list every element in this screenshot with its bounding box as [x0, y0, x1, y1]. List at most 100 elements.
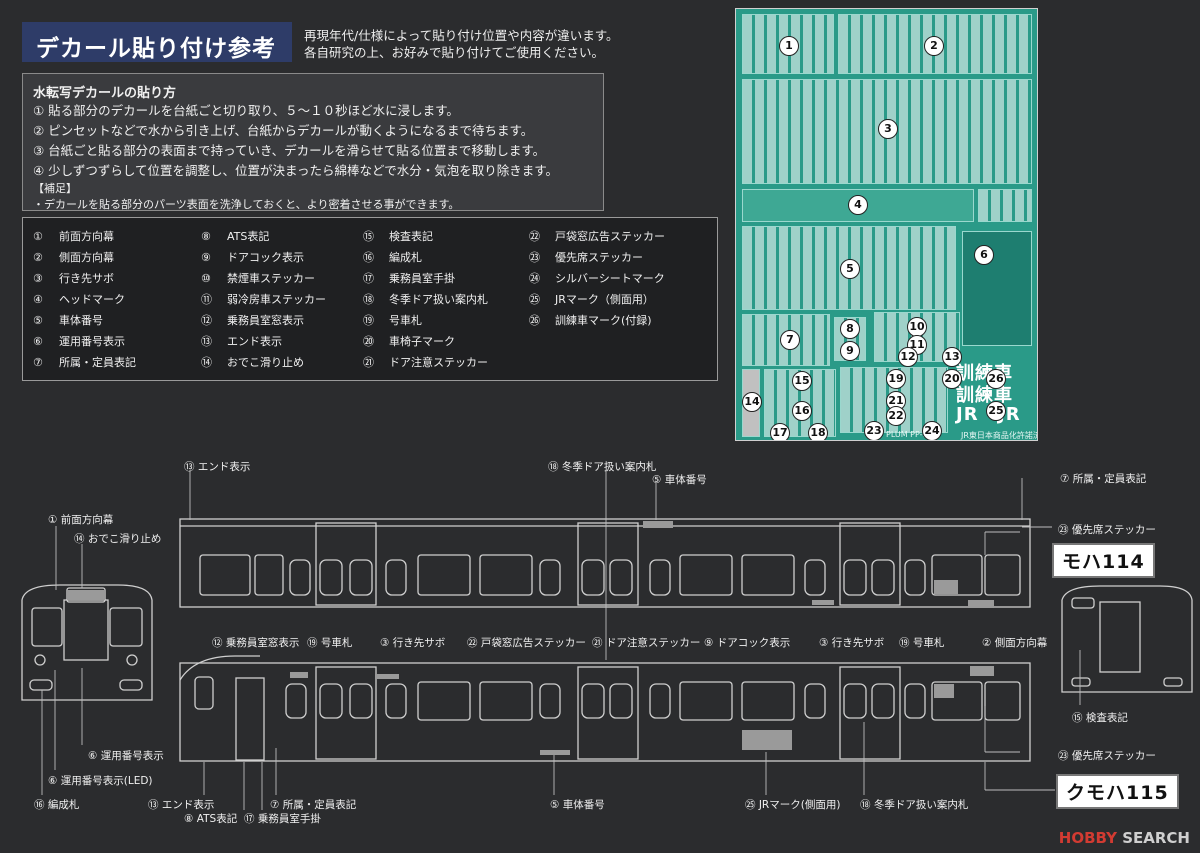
legend-number: ⑥: [33, 335, 43, 348]
legend-item: ④ ヘッドマーク: [33, 291, 125, 307]
label-door-cock: ⑨ ドアコック表示: [704, 637, 791, 649]
legend-label: 乗務員室手掛: [389, 272, 455, 285]
label-priority-bottom: ㉓ 優先席ステッカー: [1058, 750, 1156, 762]
jr-mark-decal: [742, 730, 792, 750]
legend-number: ⑬: [201, 335, 212, 348]
model-moha114: モハ114: [1052, 543, 1155, 578]
legend-label: 運用番号表示: [59, 335, 125, 348]
legend-number: ⑦: [33, 356, 43, 369]
decal-marker-12: 12: [898, 347, 918, 367]
legend-number: ⑤: [33, 314, 43, 327]
decal-marker-3: 3: [878, 119, 898, 139]
decal-marker-8: 8: [840, 319, 860, 339]
legend-number: ⑭: [201, 356, 212, 369]
legend-label: エンド表示: [227, 335, 282, 348]
decal-block-operation-number: [962, 231, 1032, 346]
decal-marker-4: 4: [848, 195, 868, 215]
label-op-number: ⑥ 運用番号表示: [88, 750, 164, 762]
decal-marker-1: 1: [779, 36, 799, 56]
side-dest-decal-lower: [970, 666, 994, 676]
legend-item: ⑩ 禁煙車ステッカー: [201, 270, 315, 286]
legend-number: ㉒: [529, 230, 540, 243]
car-number-decal-lower: [540, 750, 570, 755]
label-op-number-led: ⑥ 運用番号表示(LED): [48, 775, 153, 787]
decal-marker-22: 22: [886, 406, 906, 426]
label-affiliation-bottom: ⑦ 所属・定員表記: [270, 799, 357, 811]
legend-label: 優先席ステッカー: [555, 251, 643, 264]
legend-number: ⑱: [363, 293, 374, 306]
label-car-no-plate-b: ⑲ 号車札: [899, 637, 945, 649]
legend-number: ㉓: [529, 251, 540, 264]
legend-item: ⑦ 所属・定員表記: [33, 354, 136, 370]
instruction-step-2: ② ピンセットなどで水から引き上げ、台紙からデカールが動くようになるまで待ちます…: [33, 123, 534, 138]
watermark-search: SEARCH: [1122, 829, 1190, 847]
priority-seat-decal-lower: [934, 684, 954, 698]
legend-number: ④: [33, 293, 43, 306]
title-banner: [22, 22, 292, 62]
sheet-code: PLUM PP-106: [886, 430, 938, 439]
moha114-windows: [199, 522, 1021, 606]
legend-number: ⑯: [363, 251, 374, 264]
label-crew-window: ⑫ 乗務員室窓表示: [212, 637, 300, 649]
decal-marker-14: 14: [742, 392, 762, 412]
watermark: HOBBY SEARCH: [1059, 829, 1190, 847]
legend-label: 訓練車マーク(付録): [555, 314, 652, 327]
note-line-2: 各自研究の上、お好みで貼り付けてご使用ください。: [304, 45, 605, 60]
label-affiliation-top: ⑦ 所属・定員表記: [1060, 473, 1147, 485]
label-dest-sabo-b: ③ 行き先サボ: [819, 637, 885, 649]
instructions-panel: 水転写デカールの貼り方 ① 貼る部分のデカールを台紙ごと切り取り、５～１０秒ほど…: [22, 73, 604, 211]
kunren-mark-2: 訓練車: [956, 385, 1013, 406]
jr-mark-1: JR: [956, 404, 979, 425]
legend-number: ⑪: [201, 293, 212, 306]
legend-label: 行き先サボ: [59, 272, 114, 285]
watermark-hobby: HOBBY: [1058, 829, 1117, 847]
label-inspection: ⑮ 検査表記: [1072, 712, 1128, 724]
label-winter-bottom: ⑱ 冬季ドア扱い案内札: [860, 799, 969, 811]
car-number-decal-upper: [643, 521, 673, 528]
legend-label: ヘッドマーク: [59, 293, 125, 306]
instruction-step-4: ④ 少しずつずらして位置を調整し、位置が決まったら綿棒などで水分・気泡を取り除き…: [33, 163, 559, 178]
label-formation: ⑯ 編成札: [34, 799, 80, 811]
decal-marker-23: 23: [864, 421, 884, 440]
legend-label: 禁煙車ステッカー: [227, 272, 315, 285]
decal-block-affiliation: [742, 314, 830, 366]
instructions-heading: 水転写デカールの貼り方: [33, 86, 177, 101]
legend-label: ATS表記: [227, 230, 270, 243]
sabo-decal-upper: [812, 600, 834, 605]
legend-number: ㉔: [529, 272, 540, 285]
decal-marker-10: 10: [907, 317, 927, 337]
decal-marker-20: 20: [942, 369, 962, 389]
decal-marker-17: 17: [770, 423, 790, 440]
legend-label: JRマーク（側面用）: [555, 293, 654, 306]
note-line-1: 再現年代/仕様によって貼り付け位置や内容が違います。: [304, 28, 619, 43]
legend-label: 所属・定員表記: [59, 356, 136, 369]
label-winter-top: ⑱ 冬季ドア扱い案内札: [548, 461, 657, 473]
legend-number: ⑳: [363, 335, 374, 348]
legend-item: ⑥ 運用番号表示: [33, 333, 125, 349]
decal-sheet: 訓練車 訓練車 JR JR PLUM PP-106 JR東日本商品化許諾済 1 …: [735, 8, 1038, 441]
legend-item: ㉓ 優先席ステッカー: [529, 249, 643, 265]
decal-marker-9: 9: [840, 341, 860, 361]
legend-label: 前面方向幕: [59, 230, 114, 243]
legend-number: ⑩: [201, 272, 211, 285]
label-front-dest: ① 前面方向幕: [48, 514, 114, 526]
label-car-no-plate-a: ⑲ 号車札: [307, 637, 353, 649]
legend-number: ⑨: [201, 251, 211, 264]
label-jr-mark: ㉕ JRマーク(側面用): [745, 799, 841, 811]
priority-seat-decal-upper: [934, 580, 958, 594]
label-ats: ⑧ ATS表記: [184, 813, 238, 825]
